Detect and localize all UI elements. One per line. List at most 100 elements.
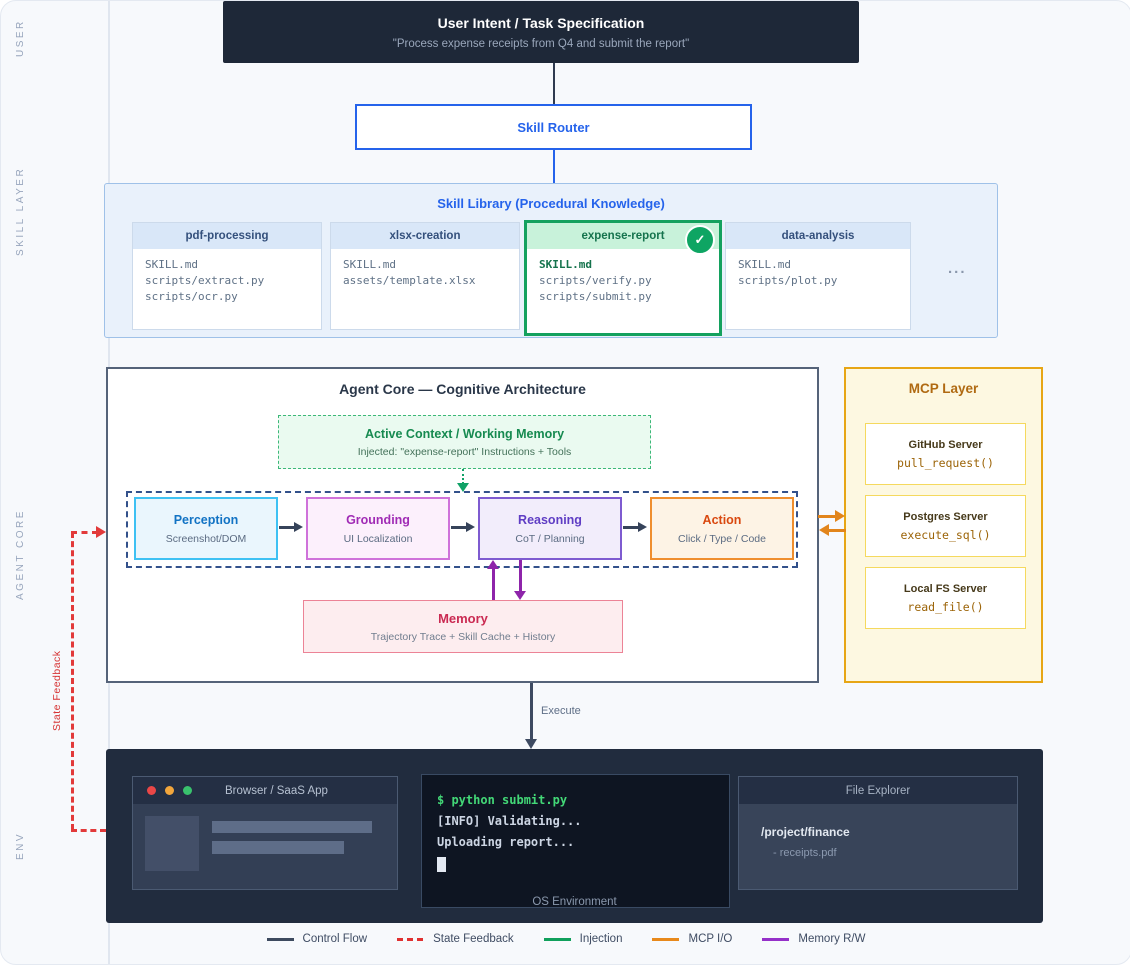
browser-image-placeholder bbox=[145, 816, 199, 871]
traffic-light-green-icon bbox=[183, 786, 192, 795]
skill-card-files: SKILL.md scripts/verify.py scripts/submi… bbox=[527, 257, 719, 305]
skill-card-files: SKILL.md assets/template.xlsx bbox=[331, 257, 519, 289]
memory-box: Memory Trajectory Trace + Skill Cache + … bbox=[303, 600, 623, 653]
layer-label-user: USER bbox=[15, 19, 26, 57]
skill-router-label: Skill Router bbox=[517, 119, 590, 135]
mcp-out-arrowhead bbox=[835, 510, 845, 522]
skill-card-pdf-processing: pdf-processing SKILL.md scripts/extract.… bbox=[132, 222, 322, 330]
memory-read-arrow bbox=[492, 569, 495, 600]
skill-file: SKILL.md bbox=[738, 258, 791, 271]
state-feedback-label: State Feedback bbox=[51, 650, 63, 731]
mcp-in-arrowhead bbox=[819, 524, 829, 536]
skill-card-files: SKILL.md scripts/plot.py bbox=[726, 257, 910, 289]
legend-label: State Feedback bbox=[433, 933, 514, 945]
grounding-subtitle: UI Localization bbox=[343, 532, 413, 545]
mcp-out-arrow bbox=[818, 515, 836, 518]
skill-card-data-analysis: data-analysis SKILL.md scripts/plot.py bbox=[725, 222, 911, 330]
skill-library-title: Skill Library (Procedural Knowledge) bbox=[437, 196, 665, 211]
legend-item-mcp-io: MCP I/O bbox=[652, 933, 732, 945]
user-intent-box: User Intent / Task Specification "Proces… bbox=[223, 1, 859, 63]
action-title: Action bbox=[702, 512, 742, 527]
pipeline-container bbox=[126, 491, 798, 568]
file-explorer-file: - receipts.pdf bbox=[773, 847, 837, 859]
skill-card-header: xlsx-creation bbox=[331, 223, 519, 249]
mcp-server-name: Local FS Server bbox=[903, 582, 988, 595]
action-subtitle: Click / Type / Code bbox=[678, 532, 766, 545]
router-to-library-connector bbox=[553, 150, 555, 183]
state-feedback-swatch-icon bbox=[397, 937, 425, 941]
control-flow-arrowhead bbox=[294, 522, 303, 532]
legend-label: Injection bbox=[579, 933, 623, 945]
perception-title: Perception bbox=[173, 512, 239, 527]
injection-swatch-icon bbox=[543, 937, 571, 941]
legend-item-state-feedback: State Feedback bbox=[397, 933, 514, 945]
reasoning-box: Reasoning CoT / Planning bbox=[478, 497, 622, 560]
skill-file: scripts/ocr.py bbox=[145, 290, 238, 303]
state-feedback-path bbox=[71, 531, 98, 534]
terminal-output-line: Uploading report... bbox=[437, 835, 575, 849]
os-environment-caption: OS Environment bbox=[532, 896, 617, 908]
mcp-server-name: GitHub Server bbox=[908, 438, 983, 451]
skill-file: scripts/extract.py bbox=[145, 274, 265, 287]
mcp-server-name: Postgres Server bbox=[903, 510, 988, 523]
check-icon: ✓ bbox=[685, 225, 715, 255]
layer-label-agent-core: AGENT CORE bbox=[15, 509, 26, 601]
intent-to-router-connector bbox=[553, 63, 555, 104]
skill-card-header: expense-report bbox=[527, 223, 719, 249]
execute-arrow bbox=[530, 683, 533, 740]
user-intent-title: User Intent / Task Specification bbox=[437, 14, 645, 31]
grounding-title: Grounding bbox=[346, 512, 410, 527]
mcp-server-postgres: Postgres Server execute_sql() bbox=[865, 495, 1026, 557]
mcp-server-github: GitHub Server pull_request() bbox=[865, 423, 1026, 485]
mcp-server-function: pull_request() bbox=[897, 455, 994, 470]
traffic-light-red-icon bbox=[147, 786, 156, 795]
skill-card-header: data-analysis bbox=[726, 223, 910, 249]
file-explorer-window: File Explorer /project/finance - receipt… bbox=[738, 776, 1018, 890]
layer-label-env: ENV bbox=[15, 831, 26, 861]
terminal-command-line: $ python submit.py bbox=[437, 793, 568, 807]
injection-arrow bbox=[462, 469, 464, 484]
skill-card-xlsx-creation: xlsx-creation SKILL.md assets/template.x… bbox=[330, 222, 520, 330]
legend: Control Flow State Feedback Injection MC… bbox=[1, 933, 1130, 945]
browser-window: Browser / SaaS App bbox=[132, 776, 398, 890]
mcp-layer-panel: MCP Layer GitHub Server pull_request() P… bbox=[844, 367, 1043, 683]
control-flow-arrow bbox=[451, 526, 466, 529]
file-explorer-title: File Explorer bbox=[845, 784, 911, 797]
memory-title: Memory bbox=[438, 610, 488, 626]
layer-label-skill: SKILL LAYER bbox=[15, 166, 26, 256]
browser-text-placeholder bbox=[212, 821, 372, 833]
legend-label: Control Flow bbox=[302, 933, 368, 945]
reasoning-subtitle: CoT / Planning bbox=[515, 532, 585, 545]
active-context-title: Active Context / Working Memory bbox=[364, 426, 565, 441]
browser-titlebar: Browser / SaaS App bbox=[133, 777, 397, 804]
skill-file: scripts/verify.py bbox=[539, 274, 652, 287]
memory-write-arrow bbox=[519, 560, 522, 591]
perception-subtitle: Screenshot/DOM bbox=[165, 532, 247, 545]
execute-label: Execute bbox=[541, 705, 581, 717]
mcp-in-arrow bbox=[828, 529, 846, 532]
mcp-server-function: read_file() bbox=[907, 599, 984, 614]
skill-file: assets/template.xlsx bbox=[343, 274, 476, 287]
skill-file: scripts/submit.py bbox=[539, 290, 652, 303]
active-context-subtitle: Injected: "expense-report" Instructions … bbox=[357, 445, 572, 458]
skill-file: SKILL.md bbox=[343, 258, 396, 271]
memory-rw-swatch-icon bbox=[762, 937, 790, 941]
terminal-window: $ python submit.py [INFO] Validating... … bbox=[421, 774, 730, 908]
skill-library-panel: Skill Library (Procedural Knowledge) pdf… bbox=[104, 183, 998, 338]
mcp-io-swatch-icon bbox=[652, 937, 680, 941]
mcp-layer-title: MCP Layer bbox=[908, 381, 979, 396]
legend-item-injection: Injection bbox=[543, 933, 623, 945]
injection-arrowhead bbox=[457, 483, 469, 492]
agent-core-panel: Agent Core — Cognitive Architecture Acti… bbox=[106, 367, 819, 683]
file-explorer-path: /project/finance bbox=[761, 825, 850, 839]
legend-item-memory-rw: Memory R/W bbox=[762, 933, 865, 945]
state-feedback-path bbox=[71, 532, 74, 830]
browser-title: Browser / SaaS App bbox=[225, 784, 328, 797]
agent-core-title: Agent Core — Cognitive Architecture bbox=[339, 381, 586, 397]
more-skills-ellipsis: ... bbox=[948, 260, 967, 277]
control-flow-arrowhead bbox=[638, 522, 647, 532]
skill-router-box: Skill Router bbox=[355, 104, 752, 150]
mcp-server-localfs: Local FS Server read_file() bbox=[865, 567, 1026, 629]
perception-box: Perception Screenshot/DOM bbox=[134, 497, 278, 560]
